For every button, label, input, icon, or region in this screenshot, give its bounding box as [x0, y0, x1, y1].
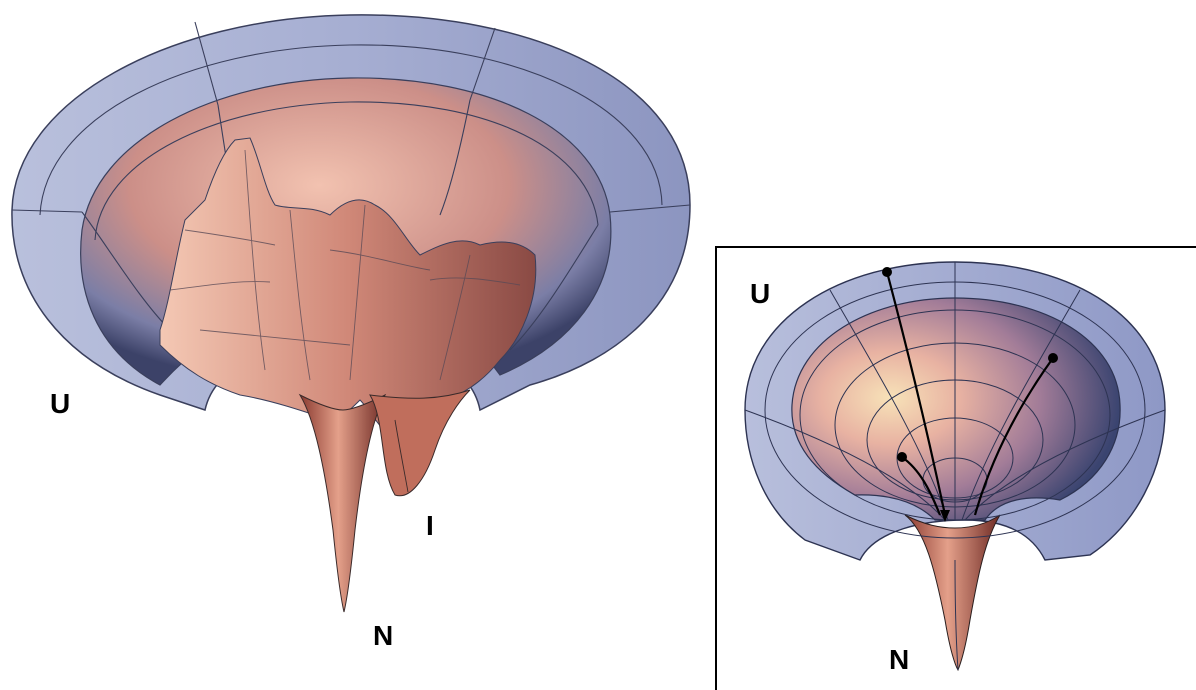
trajectory-start-point	[1048, 353, 1058, 363]
right-funnel-landscape	[745, 262, 1165, 670]
right-unfolded-label: U	[750, 280, 770, 308]
right-native-label: N	[889, 646, 909, 674]
trajectory-start-point	[882, 267, 892, 277]
trajectory-start-point	[897, 452, 907, 462]
